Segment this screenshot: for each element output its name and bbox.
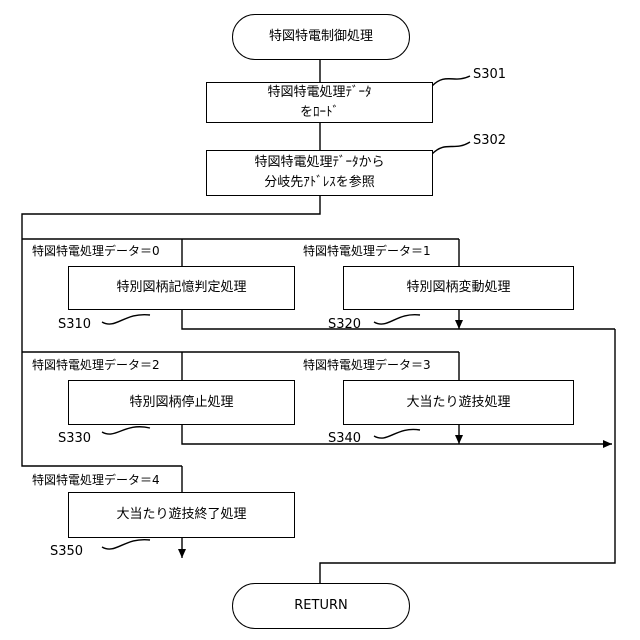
process-s350-label: 大当たり遊技終了処理	[116, 505, 246, 525]
step-label-s330: S330	[58, 432, 91, 446]
process-s350: 大当たり遊技終了処理	[68, 492, 295, 538]
process-s320: 特別図柄変動処理	[343, 266, 574, 310]
step-label-s302: S302	[473, 134, 506, 148]
step-label-s301: S301	[473, 68, 506, 82]
exit-s310	[182, 310, 615, 329]
branch-condition-4: 特図特電処理データ＝4	[32, 473, 160, 487]
branch-condition-0: 特図特電処理データ＝0	[32, 244, 160, 258]
branch-condition-2: 特図特電処理データ＝2	[32, 358, 160, 372]
process-s301: 特図特電処理ﾃﾞｰﾀ をﾛｰﾄﾞ	[206, 82, 433, 123]
end-terminal-label: RETURN	[294, 596, 347, 616]
process-s310: 特別図柄記憶判定処理	[68, 266, 295, 310]
process-s330: 特別図柄停止処理	[68, 380, 295, 425]
start-terminal-label: 特図特電制御処理	[269, 27, 373, 47]
leader-s330	[102, 427, 150, 434]
leader-s301	[432, 76, 470, 86]
process-s302-line2: 分岐先ｱﾄﾞﾚｽを参照	[264, 173, 375, 193]
step-label-s350: S350	[50, 545, 83, 559]
leader-s310	[102, 315, 150, 324]
leader-s350	[102, 540, 150, 549]
process-s302-line1: 特図特電処理ﾃﾞｰﾀから	[254, 153, 384, 173]
branch-condition-1: 特図特電処理データ＝1	[303, 244, 431, 258]
step-label-s310: S310	[58, 318, 91, 332]
exit-s330	[182, 425, 612, 444]
process-s320-label: 特別図柄変動処理	[406, 278, 510, 298]
process-s340: 大当たり遊技処理	[343, 380, 574, 425]
leader-s340	[374, 429, 420, 438]
end-terminal: RETURN	[232, 583, 410, 629]
process-s302: 特図特電処理ﾃﾞｰﾀから 分岐先ｱﾄﾞﾚｽを参照	[206, 150, 433, 196]
step-label-s320: S320	[328, 318, 361, 332]
process-s301-line2: をﾛｰﾄﾞ	[300, 103, 339, 123]
process-s330-label: 特別図柄停止処理	[129, 393, 233, 413]
process-s301-line1: 特図特電処理ﾃﾞｰﾀ	[267, 83, 371, 103]
start-terminal: 特図特電制御処理	[232, 14, 410, 60]
leader-s320	[374, 315, 420, 324]
leader-s302	[432, 142, 470, 154]
branch-condition-3: 特図特電処理データ＝3	[303, 358, 431, 372]
process-s340-label: 大当たり遊技処理	[406, 393, 510, 413]
step-label-s340: S340	[328, 432, 361, 446]
process-s310-label: 特別図柄記憶判定処理	[116, 278, 246, 298]
